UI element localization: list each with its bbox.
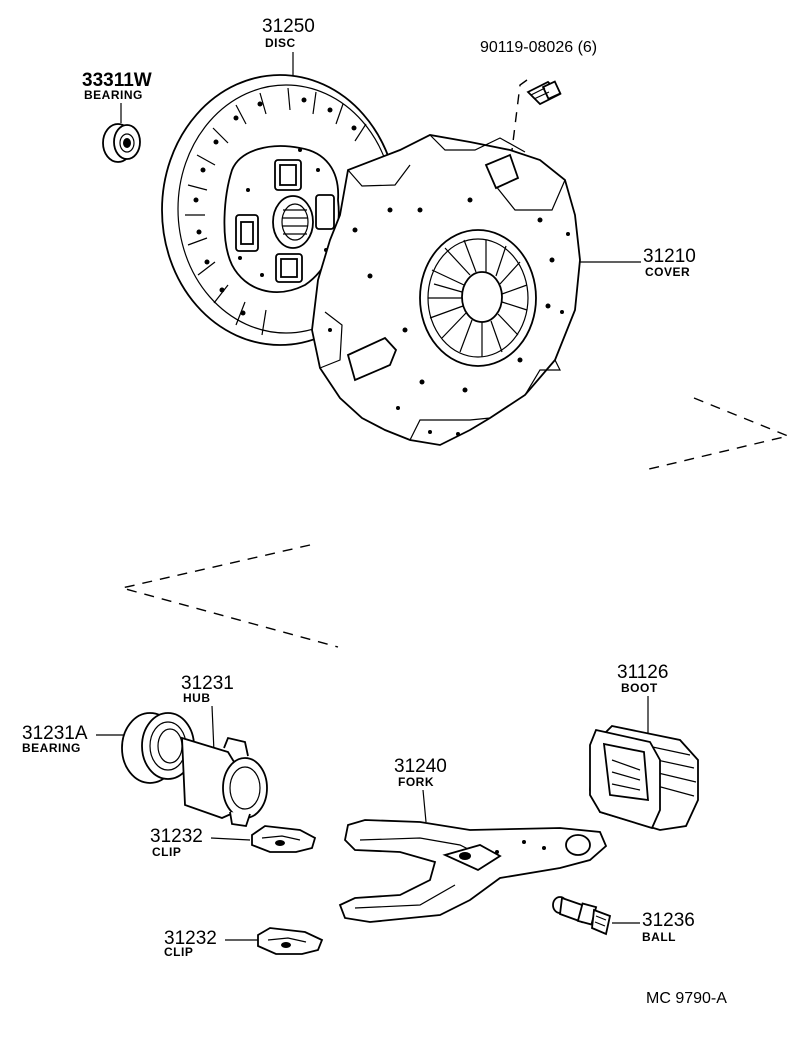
label-bolt: 90119-08026 (6) [480, 39, 597, 56]
ball-part-name: BALL [642, 930, 676, 944]
label-bearing-left: 31231A BEARING [22, 723, 88, 755]
fork-part-number: 31240 [394, 756, 447, 777]
clip-1-drawing [251, 825, 317, 853]
bearing-33311w-drawing [102, 123, 141, 163]
label-cover: 31210 COVER [643, 246, 696, 279]
diagram-code: MC 9790-A [646, 990, 727, 1007]
leader-fork [422, 789, 427, 823]
leader-clip-1 [210, 837, 251, 841]
clutch-cover-drawing [311, 134, 581, 446]
disc-part-name: DISC [265, 36, 296, 50]
bearing-top-part-number: 33311W [82, 70, 152, 91]
hub-dashed-line [121, 544, 339, 648]
bolt-dashed-line [511, 79, 528, 151]
cover-part-name: COVER [645, 265, 690, 279]
fork-boot-drawing [589, 725, 699, 831]
clip-2-drawing [257, 927, 324, 955]
leader-hub [211, 705, 215, 753]
clip-1-part-number: 31232 [150, 826, 203, 847]
bearing-left-part-number: 31231A [22, 723, 88, 744]
boot-part-number: 31126 [617, 662, 668, 683]
label-disc: 31250 DISC [262, 16, 315, 50]
label-clip-2: 31232 CLIP [164, 928, 217, 959]
cover-part-number: 31210 [643, 246, 696, 267]
disc-part-number: 31250 [262, 16, 315, 37]
release-fork-drawing [338, 819, 608, 923]
label-hub: 31231 HUB [181, 673, 234, 705]
clip-2-part-name: CLIP [164, 945, 193, 959]
cover-dashed-line [644, 397, 791, 471]
clip-1-part-name: CLIP [152, 845, 181, 859]
release-hub-drawing [181, 736, 268, 827]
label-ball: 31236 BALL [642, 910, 695, 944]
pivot-ball-drawing [552, 896, 612, 936]
fork-part-name: FORK [398, 775, 434, 789]
ball-part-number: 31236 [642, 910, 695, 931]
label-fork: 31240 FORK [394, 756, 447, 789]
leader-lines [96, 52, 649, 941]
bolt-part-number: 90119-08026 (6) [480, 39, 597, 56]
clip-2-part-number: 31232 [164, 928, 217, 949]
bolt-drawing [526, 80, 562, 106]
bearing-top-part-name: BEARING [84, 88, 143, 102]
boot-part-name: BOOT [621, 681, 658, 695]
label-boot: 31126 BOOT [617, 662, 668, 695]
dashed-guides [121, 79, 791, 648]
hub-part-number: 31231 [181, 673, 234, 694]
clutch-disc-drawing [161, 74, 399, 346]
bearing-left-part-name: BEARING [22, 741, 81, 755]
hub-part-name: HUB [183, 691, 211, 705]
label-clip-1: 31232 CLIP [150, 826, 203, 859]
label-bearing-top: 33311W BEARING [82, 70, 152, 102]
